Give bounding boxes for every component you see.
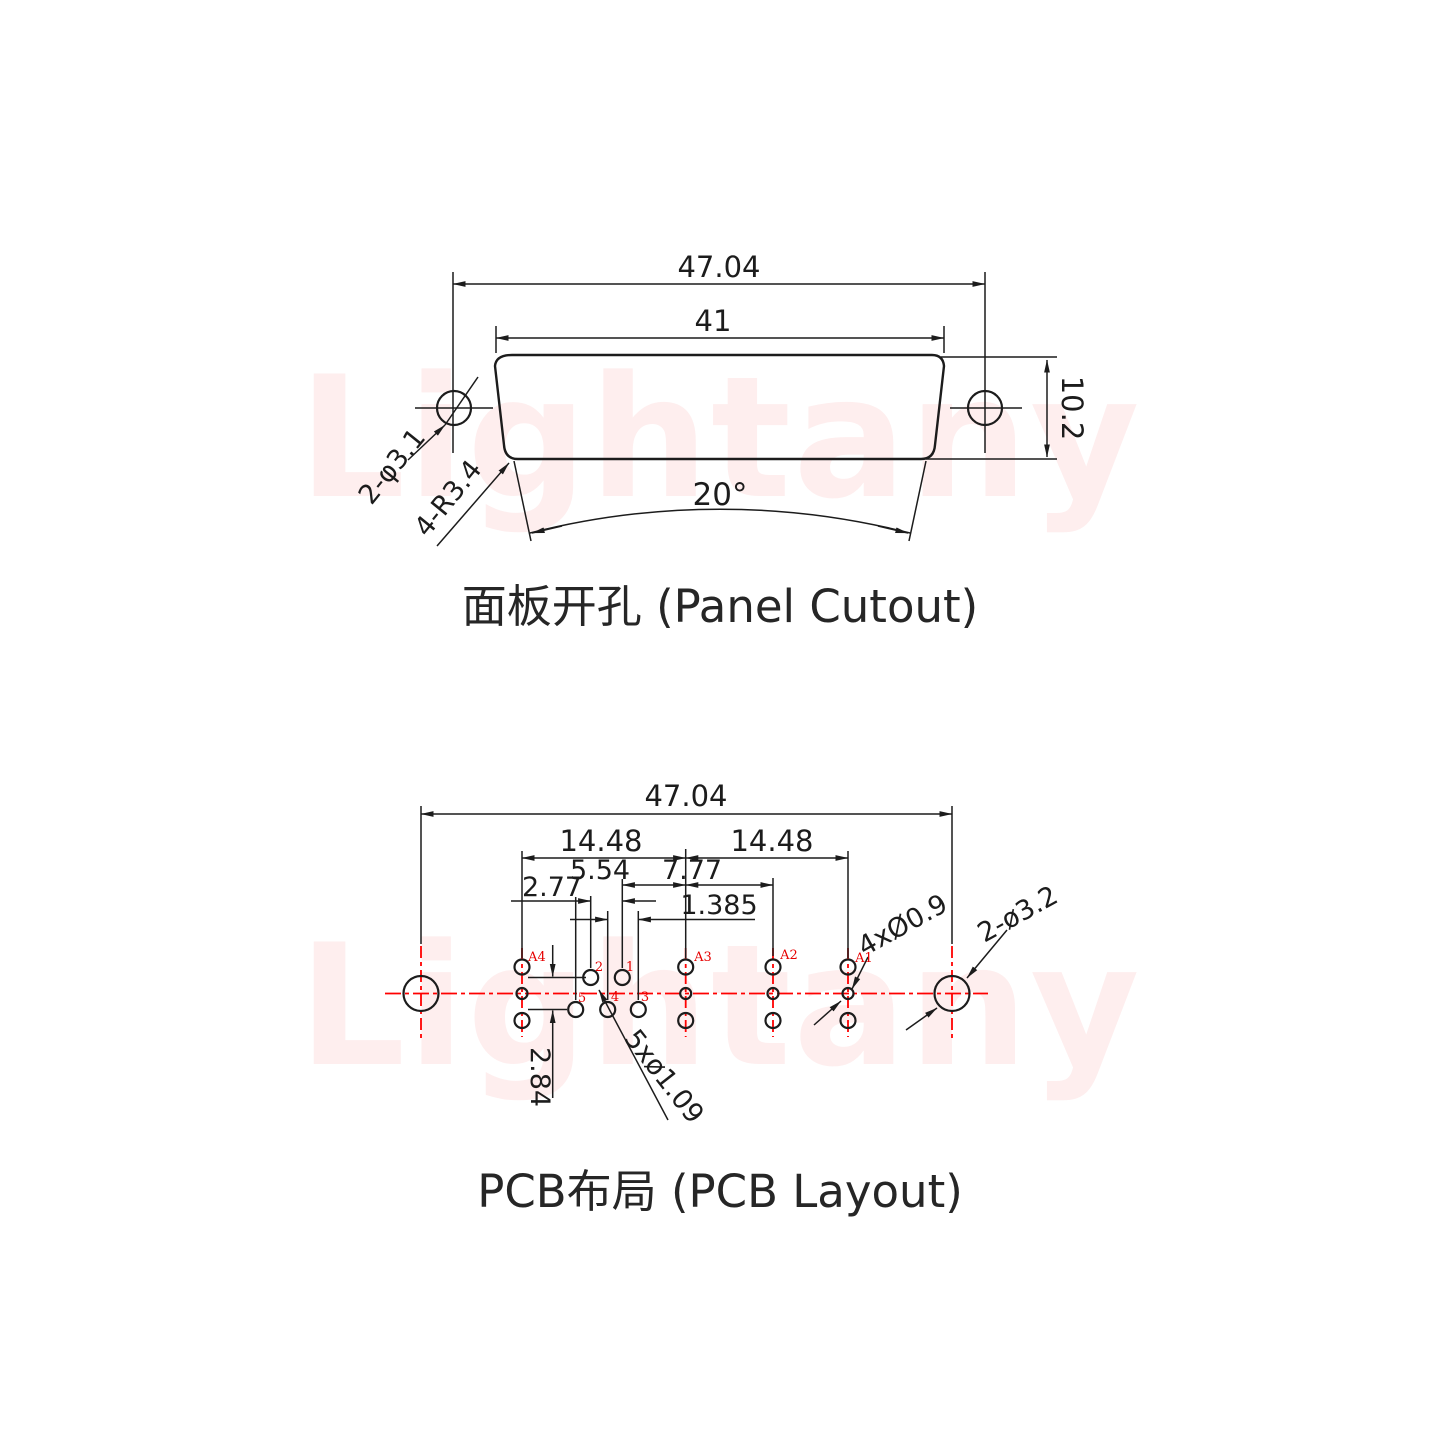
signal-pin-3-hole — [629, 1000, 647, 1019]
contact-a1-hole-bottom — [839, 1011, 857, 1030]
signal-pin-2-hole — [582, 968, 600, 987]
contact-label-a2: A2 — [779, 948, 798, 963]
label-panel-mount-holes: 2-φ3.1 — [353, 423, 432, 511]
label-panel-corner-radius: 4-R3.4 — [408, 454, 488, 542]
signal-pin-1-hole — [613, 968, 631, 987]
dim-panel-height: 10.2 — [1055, 376, 1089, 441]
contact-a3-hole-center — [679, 986, 693, 1001]
contact-a3-hole-bottom — [677, 1011, 695, 1030]
dim-pcb-left-span: 14.48 — [559, 824, 642, 858]
dim-pcb-pin-pitch: 2.77 — [522, 872, 582, 903]
contact-label-a3: A3 — [693, 950, 712, 965]
pcb-centerlines — [385, 946, 988, 1040]
pcb-layout-view: 47.04 14.48 14.48 5.54 7.77 2.77 1.385 2… — [385, 779, 1063, 1130]
pcb-layout-title: PCB布局 (PCB Layout) — [477, 1165, 963, 1218]
contact-a4-hole-top — [513, 958, 531, 976]
contact-a1-hole-top — [839, 958, 857, 976]
dim-pcb-row-stagger: 1.385 — [680, 890, 757, 921]
pin-label-3: 3 — [641, 990, 649, 1005]
panel-cutout-view: 47.04 41 10.2 20° 2-φ3.1 4-R3.4 — [353, 250, 1089, 547]
contact-a2-hole-top — [764, 958, 782, 976]
contact-a3-hole-top — [677, 958, 695, 976]
signal-pin-4-hole — [599, 1000, 617, 1019]
dim-pcb-overall: 47.04 — [644, 779, 727, 813]
pcb-holes — [402, 958, 971, 1030]
pin-label-2: 2 — [595, 960, 603, 975]
signal-pin-5-hole — [567, 1000, 585, 1019]
panel-dim-lines — [407, 272, 1057, 547]
panel-shell-outline — [493, 353, 946, 461]
label-pcb-mount-holes: 2-ø3.2 — [973, 880, 1064, 949]
dim-panel-opening: 41 — [695, 304, 732, 338]
pcb-dim-lines — [420, 806, 1008, 1121]
contact-a4-hole-bottom — [513, 1011, 531, 1030]
dim-panel-angle: 20° — [693, 477, 748, 513]
pin-label-1: 1 — [626, 960, 634, 975]
pin-label-5: 5 — [578, 991, 586, 1006]
dim-pcb-right-span: 14.48 — [730, 824, 813, 858]
dim-pcb-row-gap: 2.84 — [524, 1047, 555, 1107]
panel-cutout-title: 面板开孔 (Panel Cutout) — [461, 580, 979, 633]
contact-a4-hole-center — [515, 986, 529, 1001]
pcb-mount-hole-right — [933, 974, 971, 1013]
pcb-mount-hole-left — [402, 974, 440, 1013]
label-signal-holes: 5xø1.09 — [618, 1024, 710, 1130]
pin-label-4: 4 — [611, 990, 619, 1005]
dim-panel-overall: 47.04 — [677, 250, 760, 284]
contact-label-a4: A4 — [527, 950, 546, 965]
contact-a1-hole-center — [841, 986, 855, 1001]
contact-a2-hole-center — [766, 986, 780, 1001]
dim-pcb-a3-a2: 7.77 — [662, 855, 722, 886]
contact-label-a1: A1 — [854, 951, 873, 966]
contact-a2-hole-bottom — [764, 1011, 782, 1030]
dim-pcb-pin-to-center: 5.54 — [570, 855, 630, 886]
